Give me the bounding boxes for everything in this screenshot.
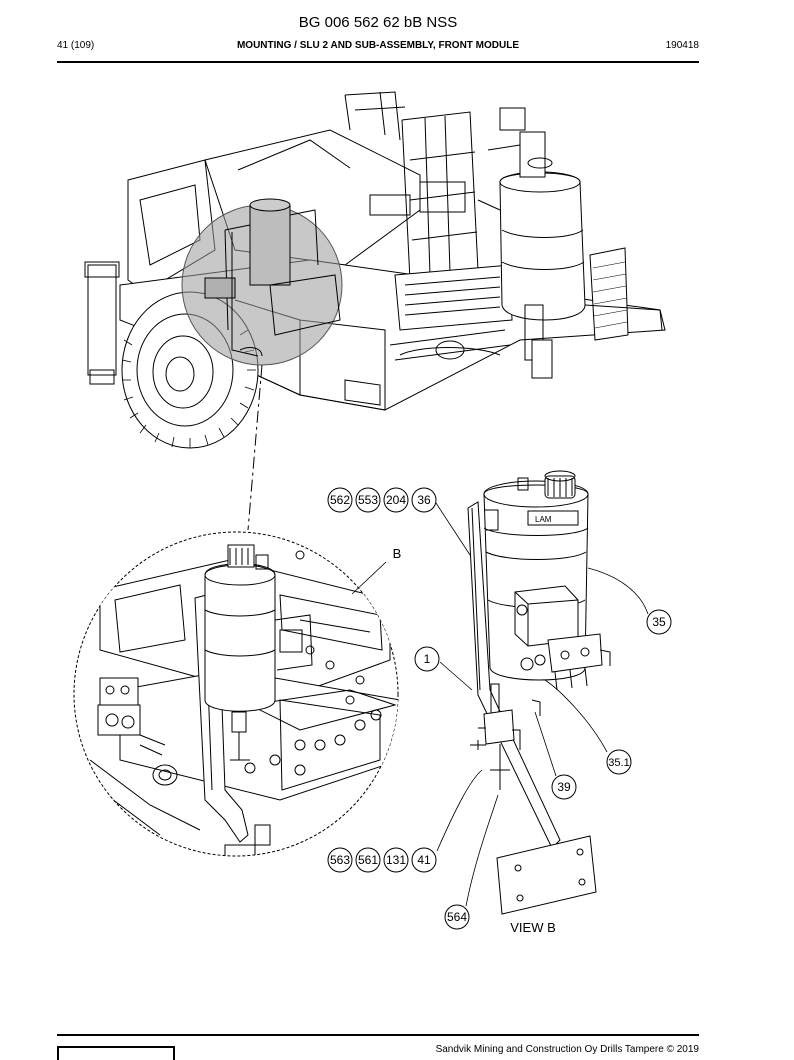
detail-b	[73, 531, 399, 857]
document-date: 190418	[665, 40, 699, 51]
machine-overview	[84, 91, 666, 531]
footer-rule	[57, 1034, 699, 1036]
callout-41: 41	[417, 853, 431, 867]
callout-39: 39	[557, 780, 571, 794]
callout-35: 35	[652, 615, 666, 629]
callout-204: 204	[386, 493, 406, 507]
callout-labels: 562 553 204 36 35 1 35.1 39 563 561 131 …	[330, 493, 666, 924]
header-rule	[57, 61, 699, 63]
callout-bubbles	[327, 487, 672, 930]
view-caption: VIEW B	[510, 920, 556, 935]
leader-lines	[435, 502, 649, 907]
callout-562: 562	[330, 493, 350, 507]
callout-131: 131	[386, 853, 406, 867]
callout-564: 564	[447, 910, 467, 924]
detail-letter: B	[393, 546, 402, 561]
view-b: LAM	[467, 470, 611, 915]
section-title: MOUNTING / SLU 2 AND SUB-ASSEMBLY, FRONT…	[236, 40, 520, 51]
footer-copyright: Sandvik Mining and Construction Oy Drill…	[435, 1044, 699, 1055]
callout-561: 561	[358, 853, 378, 867]
document-number: BG 006 562 62 bB NSS	[298, 14, 458, 31]
callout-563: 563	[330, 853, 350, 867]
sandvik-logo	[57, 1046, 175, 1060]
callout-35-1: 35.1	[608, 757, 629, 769]
callout-553: 553	[358, 493, 378, 507]
svg-text:LAM: LAM	[535, 515, 552, 524]
callout-1: 1	[424, 652, 431, 666]
callout-36: 36	[417, 493, 431, 507]
page-number: 41 (109)	[57, 40, 95, 51]
